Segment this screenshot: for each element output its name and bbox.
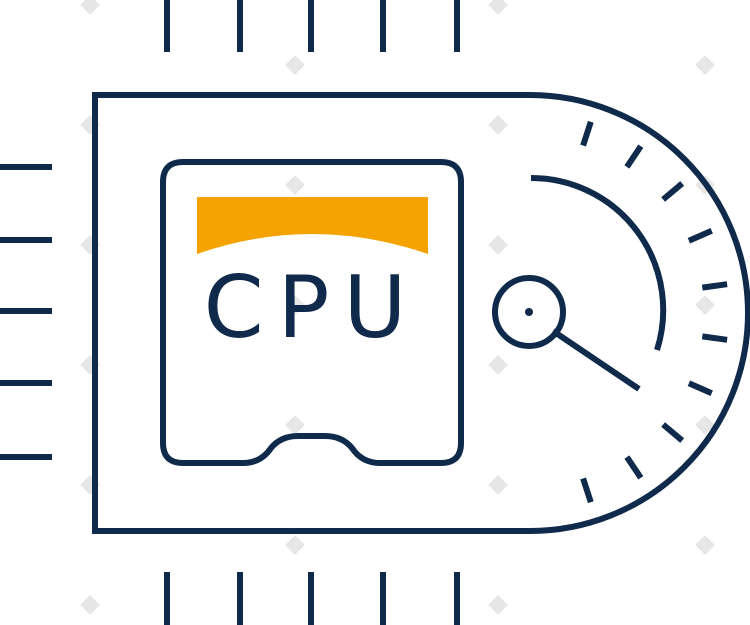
speedometer-tick	[687, 227, 713, 244]
cpu-label: CPU	[204, 258, 421, 358]
watermark-diamond	[488, 115, 508, 135]
watermark-diamond	[80, 595, 100, 615]
watermark-diamond	[285, 535, 305, 555]
speedometer-tick	[701, 281, 728, 291]
dial-hub	[492, 275, 566, 349]
watermark-diamond	[285, 415, 305, 435]
watermark-diamond	[80, 0, 100, 15]
speedometer-ticks	[580, 120, 728, 504]
watermark-diamond	[488, 235, 508, 255]
left-pins	[0, 164, 52, 460]
speedometer-tick	[661, 181, 685, 202]
watermark-diamond	[285, 295, 305, 315]
speedometer-tick	[624, 455, 644, 480]
speedometer-tick	[580, 120, 594, 147]
watermark-diamond	[285, 55, 305, 75]
watermark-diamond	[488, 0, 508, 15]
speedometer-arc	[530, 174, 667, 351]
watermark-diamond	[488, 475, 508, 495]
watermark-diamond	[695, 55, 715, 75]
watermark-diamond	[285, 175, 305, 195]
watermark-diamond	[695, 295, 715, 315]
inner-chip-outline	[160, 159, 464, 466]
speedometer-tick	[701, 333, 728, 343]
speedometer-tick	[661, 422, 685, 443]
top-pins	[164, 0, 460, 52]
bottom-pins	[164, 572, 460, 625]
watermark-diamond	[695, 535, 715, 555]
accent-band	[197, 197, 428, 254]
watermark-diamond	[488, 355, 508, 375]
watermark-diamond	[488, 595, 508, 615]
speedometer-tick	[580, 477, 594, 504]
dial-center-dot	[525, 308, 533, 316]
speedometer-tick	[687, 380, 713, 397]
speedometer-needle	[551, 328, 641, 392]
watermark-diamond	[695, 415, 715, 435]
chip-body-outline	[92, 92, 750, 534]
speedometer-tick	[624, 144, 644, 169]
